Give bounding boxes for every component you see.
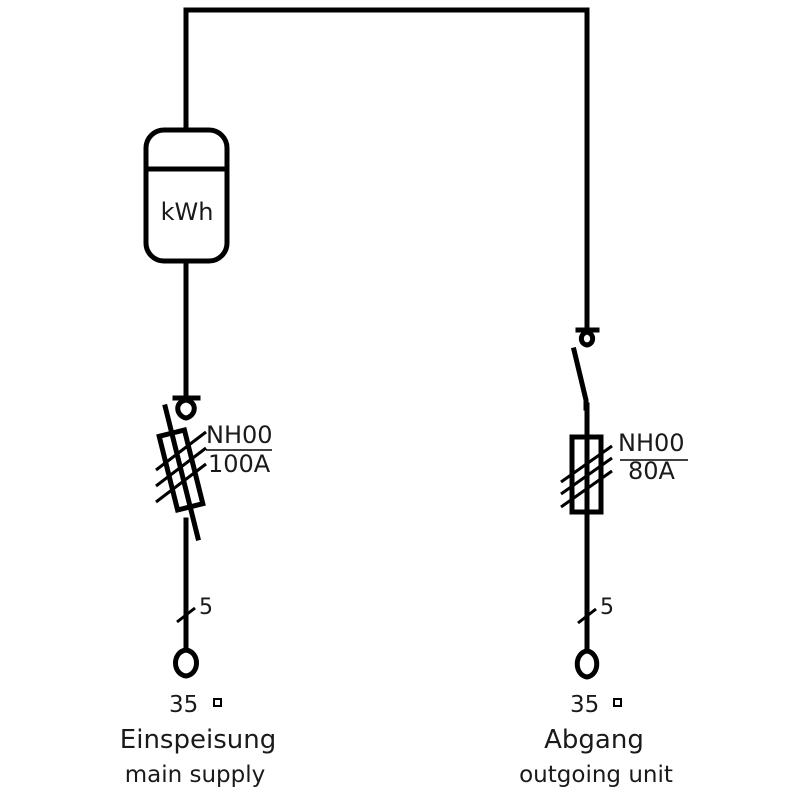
right-fuse-type: NH00 [618, 429, 685, 457]
right-fuse-hatch-1 [560, 444, 613, 484]
left-conductor-count: 5 [199, 595, 213, 620]
right-terminal-icon [578, 329, 596, 348]
left-fuse-icon [156, 403, 206, 541]
left-subtitle: main supply [125, 762, 266, 788]
right-switch-icon [570, 346, 589, 411]
left-fuse-hatch-1 [155, 430, 207, 472]
left-fuse-rating: 100A [208, 450, 271, 478]
right-end-terminal-icon [574, 648, 600, 680]
right-conductor-count: 5 [600, 595, 614, 620]
right-cross-section: 35 [570, 692, 599, 718]
left-fuse-hatch-3 [155, 462, 207, 504]
left-title: Einspeisung [120, 725, 276, 755]
right-title: Abgang [544, 725, 644, 755]
right-branch: NH00 80A 5 35 Abgang outgoing unit [519, 327, 688, 788]
meter-label: kWh [161, 198, 214, 226]
energy-meter: kWh [143, 127, 230, 264]
left-unit-glyph-icon [213, 698, 222, 707]
meter-body [143, 127, 230, 264]
left-terminal-icon [175, 397, 197, 421]
right-fuse-hatch-3 [560, 469, 613, 509]
right-fuse-hatch-2 [560, 456, 613, 496]
left-cross-section: 35 [169, 692, 198, 718]
left-fuse-hatch-2 [155, 446, 207, 488]
right-conductor-tick-icon [577, 607, 597, 625]
right-subtitle: outgoing unit [519, 762, 673, 788]
right-unit-glyph-icon [613, 698, 622, 707]
top-bus-wire [183, 7, 590, 333]
left-fuse-type: NH00 [206, 421, 273, 449]
left-branch: NH00 100A 5 35 Einspeisung main supply [120, 258, 276, 788]
left-conductor-tick-icon [176, 606, 196, 624]
left-end-terminal-icon [173, 647, 199, 679]
right-fuse-rating: 80A [628, 457, 676, 485]
